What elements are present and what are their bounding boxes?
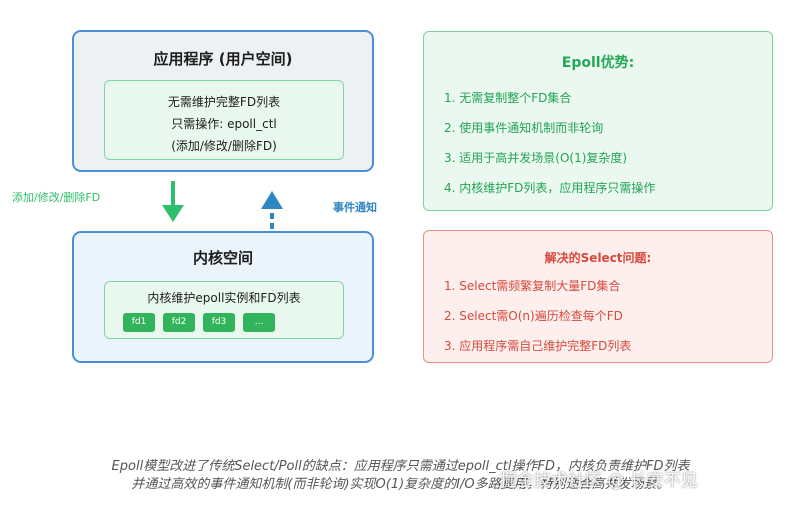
problems-panel: 解决的Select问题: 1. Select需频繁复制大量FD集合 2. Sel… xyxy=(423,230,773,363)
fd-chip: fd3 xyxy=(203,313,235,332)
problems-list: 1. Select需频繁复制大量FD集合 2. Select需O(n)遍历检查每… xyxy=(444,277,631,367)
problem-item: 2. Select需O(n)遍历检查每个FD xyxy=(444,309,623,323)
up-arrow xyxy=(261,191,283,229)
advantages-title: Epoll优势: xyxy=(561,55,635,71)
advantage-item: 1. 无需复制整个FD集合 xyxy=(444,91,572,105)
kernel-info-text: 内核维护epoll实例和FD列表 xyxy=(147,291,301,305)
problem-item: 1. Select需频繁复制大量FD集合 xyxy=(444,279,621,293)
advantage-item: 3. 适用于高并发场景(O(1)复杂度) xyxy=(444,151,628,165)
user-space-box: 应用程序 (用户空间) 无需维护完整FD列表 只需操作: epoll_ctl (… xyxy=(72,30,374,172)
user-space-title: 应用程序 (用户空间) xyxy=(153,50,293,68)
kernel-info: 内核维护epoll实例和FD列表 fd1 fd2 fd3 ... xyxy=(104,281,344,339)
up-arrow-label: 事件通知 xyxy=(333,201,377,214)
watermark: 掘金技术社区 @ 长安不见 xyxy=(500,471,698,491)
advantage-item: 4. 内核维护FD列表，应用程序只需操作 xyxy=(444,181,656,195)
down-arrow-label: 添加/修改/删除FD xyxy=(12,191,101,204)
problems-title: 解决的Select问题: xyxy=(544,251,652,265)
down-arrow xyxy=(162,181,184,222)
user-space-line: (添加/修改/删除FD) xyxy=(171,139,277,153)
fd-chip: fd1 xyxy=(123,313,155,332)
advantages-panel: Epoll优势: 1. 无需复制整个FD集合 2. 使用事件通知机制而非轮询 3… xyxy=(423,31,773,211)
caption-line-2: 并通过高效的事件通知机制(而非轮询)实现O(1)复杂度的I/O多路复用，特别适合… xyxy=(131,477,670,492)
user-space-info: 无需维护完整FD列表 只需操作: epoll_ctl (添加/修改/删除FD) xyxy=(104,80,344,160)
fd-chip-ellipsis: ... xyxy=(243,313,275,332)
kernel-space-box: 内核空间 内核维护epoll实例和FD列表 fd1 fd2 fd3 ... xyxy=(72,231,374,363)
kernel-space-title: 内核空间 xyxy=(192,249,253,267)
user-space-line: 只需操作: epoll_ctl xyxy=(171,117,277,131)
fd-chip: fd2 xyxy=(163,313,195,332)
advantage-item: 2. 使用事件通知机制而非轮询 xyxy=(444,121,604,135)
advantages-list: 1. 无需复制整个FD集合 2. 使用事件通知机制而非轮询 3. 适用于高并发场… xyxy=(444,89,655,209)
user-space-line: 无需维护完整FD列表 xyxy=(167,95,281,109)
problem-item: 3. 应用程序需自己维护完整FD列表 xyxy=(444,339,632,353)
caption-line-1: Epoll模型改进了传统Select/Poll的缺点：应用程序只需通过epoll… xyxy=(111,459,690,474)
fd-list: fd1 fd2 fd3 ... xyxy=(123,313,275,332)
